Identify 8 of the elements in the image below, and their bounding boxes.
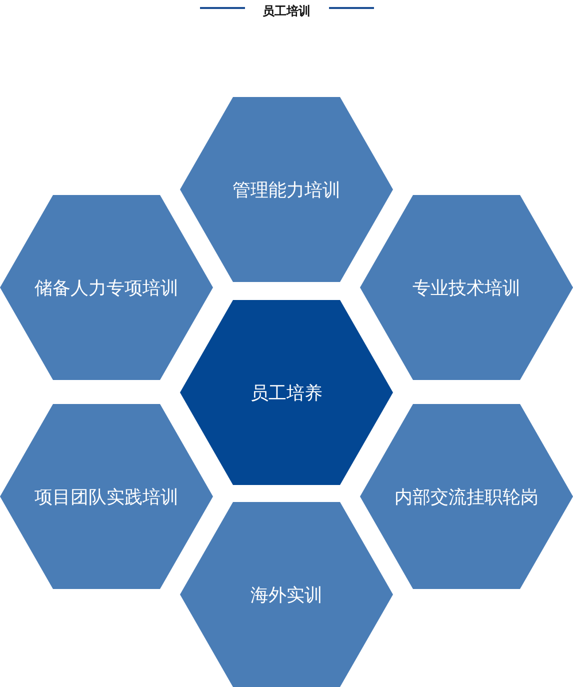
hexagon-label: 专业技术培训 xyxy=(412,276,520,300)
title: 员工培训 xyxy=(262,4,310,18)
hexagon-label: 储备人力专项培训 xyxy=(34,276,178,300)
hexagon-label: 海外实训 xyxy=(250,584,322,606)
hexagon-label: 内部交流挂职轮岗 xyxy=(394,486,538,508)
hexagon-label: 员工培养 xyxy=(250,382,322,404)
hexagon-label: 项目团队实践培训 xyxy=(34,486,178,508)
hexagon-label: 管理能力培训 xyxy=(232,178,340,202)
